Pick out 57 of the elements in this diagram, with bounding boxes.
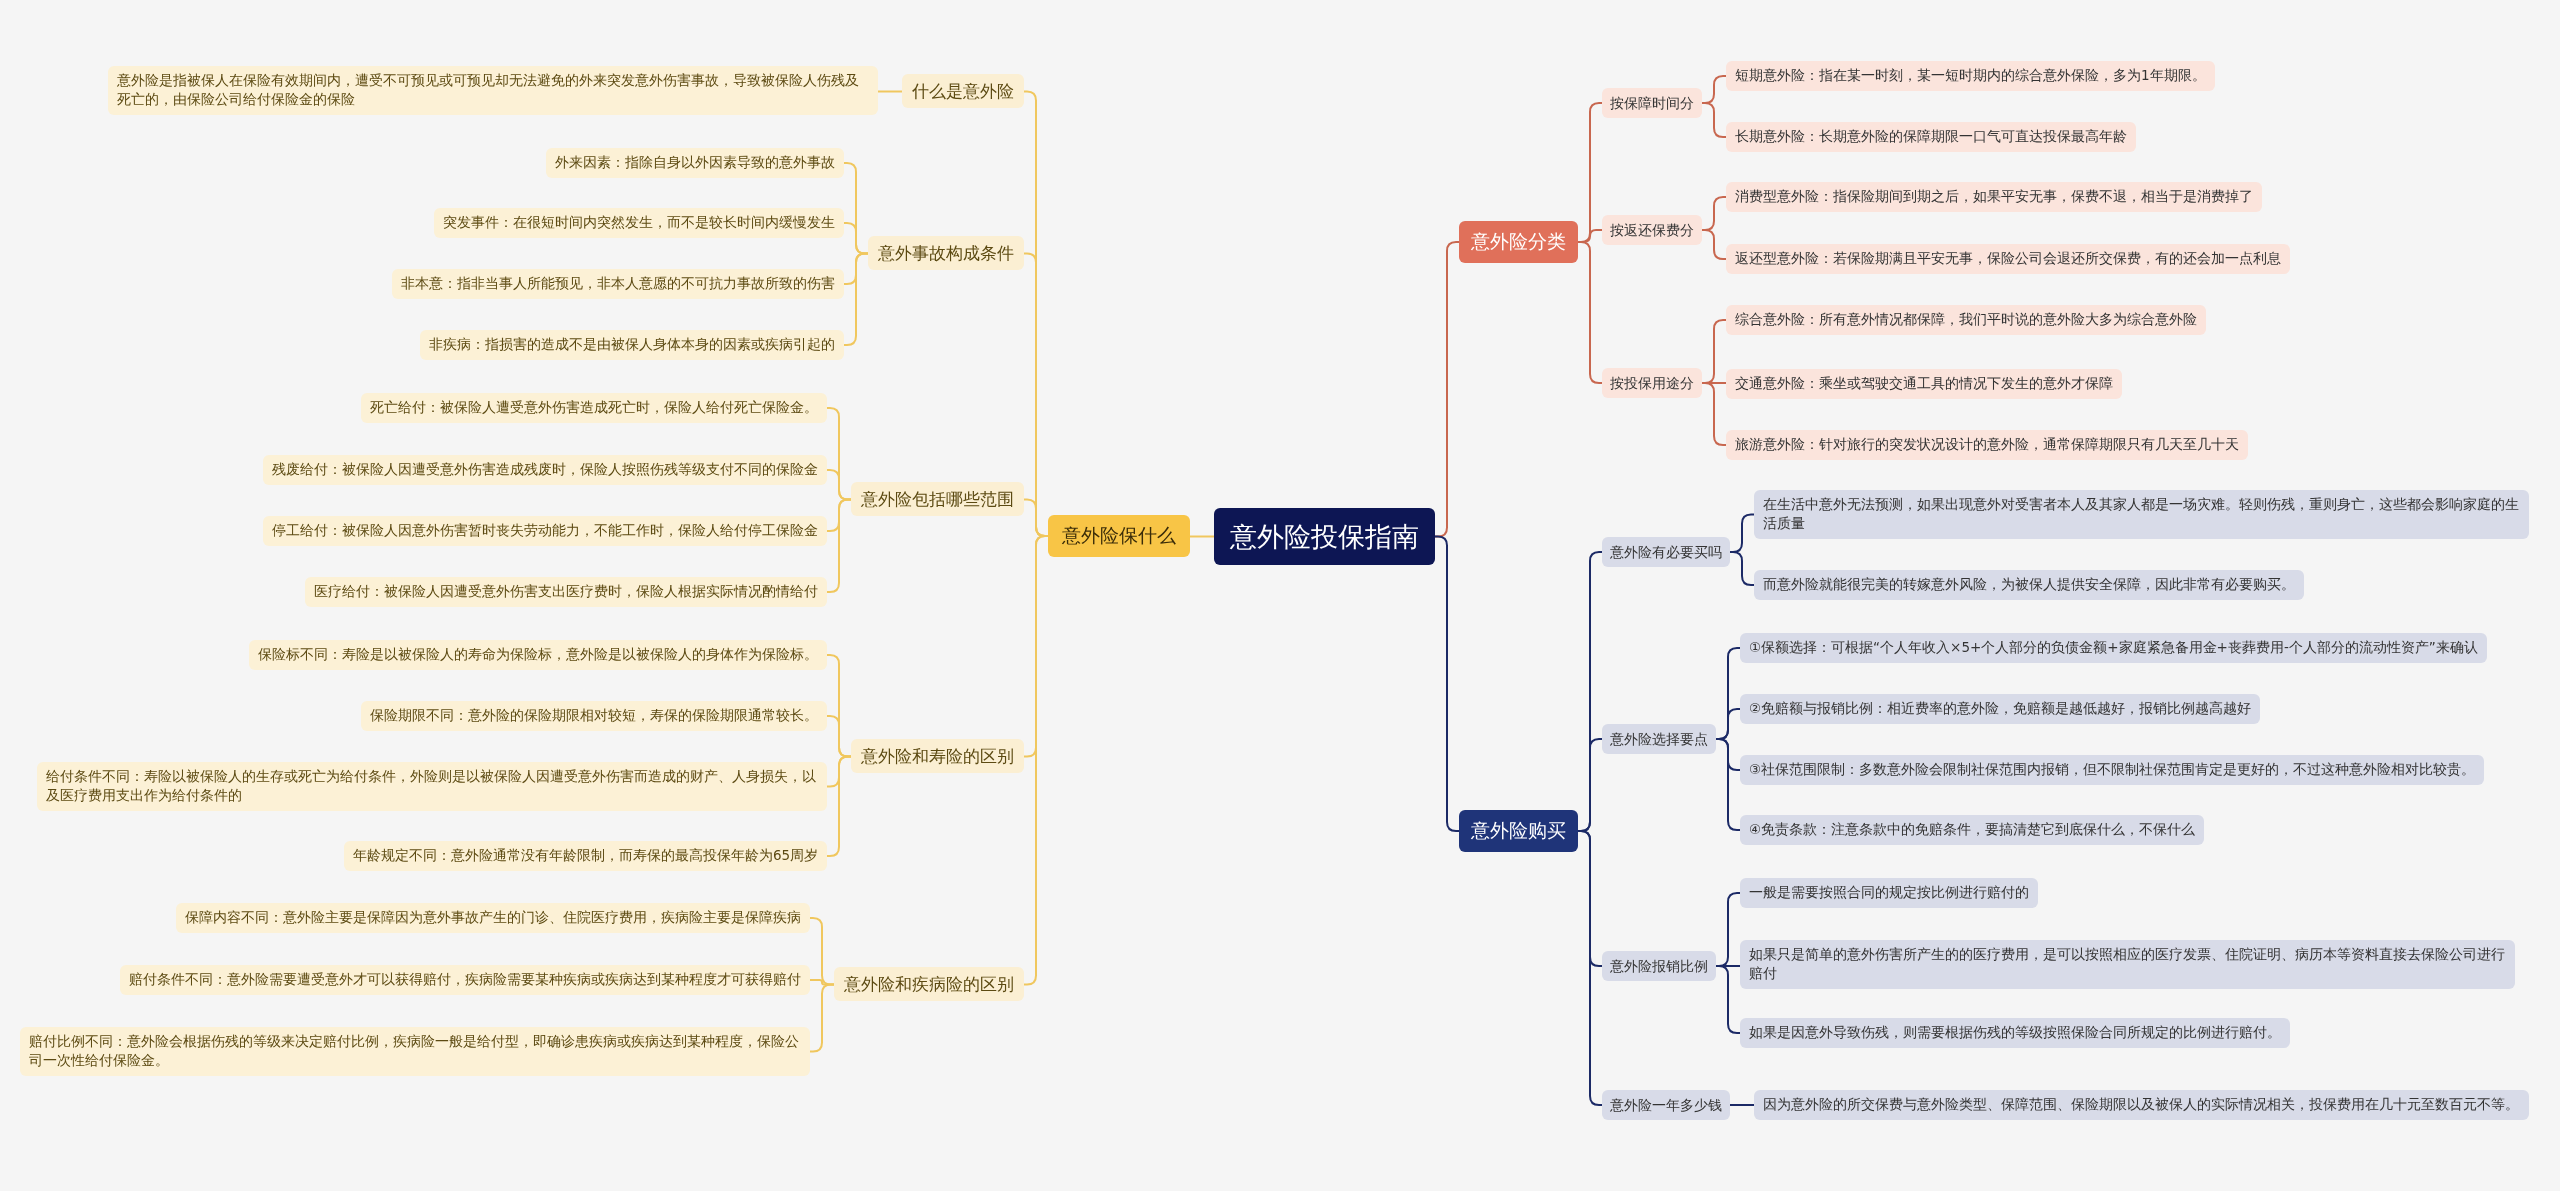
branch-topic: 意外险保什么 [1048, 515, 1190, 557]
note-box: 突发事件：在很短时间内突然发生，而不是较长时间内缓慢发生 [434, 208, 844, 238]
note-box: 非本意：指非当事人所能预见，非本人意愿的不可抗力事故所致的伤害 [392, 269, 844, 299]
subtopic-box: 意外险和寿险的区别 [851, 738, 1024, 774]
note-box: 如果是因意外导致伤残，则需要根据伤残的等级按照保险合同所规定的比例进行赔付。 [1740, 1018, 2290, 1048]
note-box: 一般是需要按照合同的规定按比例进行赔付的 [1740, 878, 2038, 908]
subtopic-box: 按返还保费分 [1602, 215, 1702, 246]
subtopic-box: 意外险报销比例 [1602, 951, 1716, 982]
branch-topic: 意外险分类 [1459, 221, 1578, 263]
note-box: 赔付比例不同：意外险会根据伤残的等级来决定赔付比例，疾病险一般是给付型，即确诊患疾病或疾病达到某种程度，保险公司一次性给付保险金。 [20, 1026, 810, 1076]
note-box: 返还型意外险：若保险期满且平安无事，保险公司会退还所交保费，有的还会加一点利息 [1726, 244, 2290, 274]
note-box: 旅游意外险：针对旅行的突发状况设计的意外险，通常保障期限只有几天至几十天 [1726, 430, 2248, 460]
note-box: 外来因素：指除自身以外因素导致的意外事故 [546, 148, 844, 178]
subtopic-box: 意外险一年多少钱 [1602, 1090, 1730, 1121]
branch-topic: 意外险购买 [1459, 810, 1578, 852]
note-box: 综合意外险：所有意外情况都保障，我们平时说的意外险大多为综合意外险 [1726, 305, 2206, 335]
note-box: 而意外险就能很完美的转嫁意外风险，为被保人提供安全保障，因此非常有必要购买。 [1754, 570, 2304, 600]
connector-line [1434, 535, 1460, 832]
note-box: 保险期限不同：意外险的保险期限相对较短，寿保的保险期限通常较长。 [361, 701, 827, 731]
note-box: 短期意外险：指在某一时刻，某一短时期内的综合意外保险，多为1年期限。 [1726, 61, 2215, 91]
connector-line [843, 252, 869, 346]
connector-line [1189, 535, 1215, 538]
note-box: 消费型意外险：指保险期间到期之后，如果平安无事，保费不退，相当于是消费掉了 [1726, 182, 2262, 212]
subtopic-box: 什么是意外险 [902, 73, 1024, 109]
subtopic-box: 意外险和疾病险的区别 [834, 966, 1024, 1002]
note-box: 给付条件不同：寿险以被保险人的生存或死亡为给付条件，外险则是以被保险人因遭受意外伤害而造成的财产、人身损失，以及医疗费用支出作为给付条件的 [37, 761, 827, 811]
note-box: 交通意外险：乘坐或驾驶交通工具的情况下发生的意外才保障 [1726, 369, 2122, 399]
subtopic-box: 意外险选择要点 [1602, 724, 1716, 755]
connector-line [826, 498, 852, 593]
note-box: ④免责条款：注意条款中的免赔条件，要搞清楚它到底保什么，不保什么 [1740, 815, 2205, 845]
note-box: 意外险是指被保人在保险有效期间内，遭受不可预见或可预见却无法避免的外来突发意外伤害事故，导致被保险人伤残及死亡的，由保险公司给付保险金的保险 [108, 65, 878, 115]
connector-line [877, 90, 903, 93]
note-box: 保险标不同：寿险是以被保险人的寿命为保险标，意外险是以被保险人的身体作为保险标。 [249, 640, 827, 670]
note-box: 死亡给付：被保险人遭受意外伤害造成死亡时，保险人给付死亡保险金。 [361, 393, 827, 423]
subtopic-box: 意外险有必要买吗 [1602, 537, 1730, 568]
note-box: 医疗给付：被保险人因遭受意外伤害支出医疗费时，保险人根据实际情况酌情给付 [305, 577, 827, 607]
subtopic-box: 按投保用途分 [1602, 368, 1702, 399]
connector-line [826, 755, 852, 857]
note-box: 在生活中意外无法预测，如果出现意外对受害者本人及其家人都是一场灾难。轻则伤残，重则身亡，这些都会影响家庭的生活质量 [1754, 489, 2529, 539]
note-box: 停工给付：被保险人因意外伤害暂时丧失劳动能力，不能工作时，保险人给付停工保险金 [263, 516, 827, 546]
connector-line [1729, 1104, 1755, 1106]
note-box: 如果只是简单的意外伤害所产生的的医疗费用，是可以按照相应的医疗发票、住院证明、病历本等资料直接去保险公司进行赔付 [1740, 939, 2515, 989]
note-box: 非疾病：指损害的造成不是由被保人身体本身的因素或疾病引起的 [420, 330, 844, 360]
note-box: 年龄规定不同：意外险通常没有年龄限制，而寿保的最高投保年龄为65周岁 [344, 841, 828, 871]
note-box: 残废给付：被保险人因遭受意外伤害造成残废时，保险人按照伤残等级支付不同的保险金 [263, 455, 827, 485]
note-box: 长期意外险：长期意外险的保障期限一口气可直达投保最高年龄 [1726, 122, 2136, 152]
subtopic-box: 意外险包括哪些范围 [851, 481, 1024, 517]
note-box: ①保额选择：可根据“个人年收入×5+个人部分的负债金额+家庭紧急备用金+丧葬费用-个人部分的流动性资产”来确认 [1740, 633, 2487, 663]
note-box: ②免赔额与报销比例：相近费率的意外险，免赔额是越低越好，报销比例越高越好 [1740, 694, 2261, 724]
connector-line [809, 983, 835, 1053]
subtopic-box: 按保障时间分 [1602, 88, 1702, 119]
note-box: ③社保范围限制：多数意外险会限制社保范围内报销，但不限制社保范围肯定是更好的，不过这种意外险相对比较贵。 [1740, 755, 2485, 785]
note-box: 保障内容不同：意外险主要是保障因为意外事故产生的门诊、住院医疗费用，疾病险主要是保障疾病 [176, 903, 810, 933]
subtopic-box: 意外事故构成条件 [868, 235, 1024, 271]
central-topic: 意外险投保指南 [1213, 507, 1435, 565]
note-box: 因为意外险的所交保费与意外险类型、保障范围、保险期限以及被保人的实际情况相关，投保费用在几十元至数百元不等。 [1754, 1090, 2529, 1120]
note-box: 赔付条件不同：意外险需要遭受意外才可以获得赔付，疾病险需要某种疾病或疾病达到某种程度才可获得赔付 [120, 965, 810, 995]
